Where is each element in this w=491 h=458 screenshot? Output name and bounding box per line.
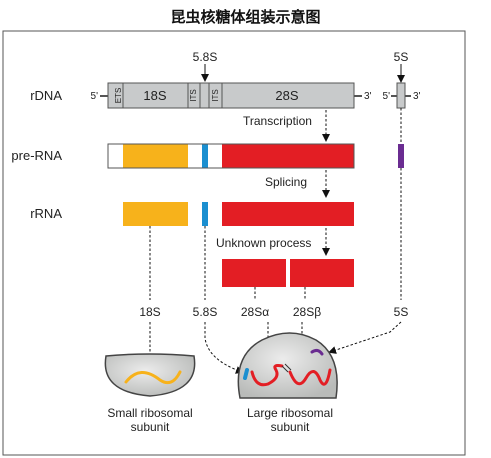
large-subunit-label-line1: Large ribosomal	[247, 406, 333, 420]
small-subunit-label-line1: Small ribosomal	[107, 406, 192, 420]
flow-18s-label: 18S	[139, 305, 160, 319]
its2-label: ITS	[211, 89, 220, 101]
pre-rna-58s	[202, 144, 208, 168]
splicing-label: Splicing	[265, 175, 307, 189]
pre-rna-row-label: pre-RNA	[11, 148, 62, 163]
small-ribosomal-subunit	[104, 353, 196, 397]
top-5s-label: 5S	[394, 50, 409, 64]
rrna-row-label: rRNA	[30, 206, 62, 221]
small-subunit-label-line2: subunit	[131, 420, 170, 434]
rrna-58s	[202, 202, 208, 226]
rrna-18s	[123, 202, 188, 226]
large-subunit-28s-alpha-rna	[250, 364, 284, 387]
rrna-28s	[222, 202, 354, 226]
rdna-row-label: rDNA	[30, 88, 62, 103]
flow-5s-label: 5S	[394, 305, 409, 319]
transcription-label: Transcription	[243, 114, 312, 128]
rdna-18s-label: 18S	[143, 88, 166, 103]
small-subunit-18s-rna	[124, 370, 182, 385]
large-subunit-58s-rna	[243, 368, 249, 380]
large-subunit-label-line2: subunit	[271, 420, 310, 434]
flow-28s-alpha-label: 28Sα	[241, 305, 269, 319]
flow-58s-label: 5.8S	[193, 305, 218, 319]
rdna-five-prime: 5'	[91, 91, 99, 102]
large-subunit-5s-rna	[310, 348, 324, 356]
pre-rna-28s	[222, 144, 354, 168]
its1-label: ITS	[189, 89, 198, 101]
flow-28s-beta-label: 28Sβ	[293, 305, 321, 319]
rdna-gene-bar	[107, 82, 355, 109]
top-58s-label: 5.8S	[193, 50, 218, 64]
unknown-process-label: Unknown process	[216, 236, 311, 250]
diagram-title: 昆虫核糖体组装示意图	[170, 8, 321, 26]
5s-gene-bar	[396, 82, 406, 109]
pre-rna-18s	[123, 144, 188, 168]
rrna-28s-alpha	[222, 259, 286, 287]
large-subunit-28s-beta-rna	[288, 368, 332, 386]
5s-five-prime: 5'	[383, 91, 391, 102]
rdna-three-prime: 3'	[364, 91, 372, 102]
ets-label: ETS	[114, 88, 123, 104]
figure-frame	[2, 30, 466, 456]
large-ribosomal-subunit	[237, 332, 338, 399]
rdna-28s-label: 28S	[275, 88, 298, 103]
5s-three-prime: 3'	[413, 91, 421, 102]
pre-rna-5s	[398, 144, 404, 168]
rrna-28s-beta	[290, 259, 354, 287]
